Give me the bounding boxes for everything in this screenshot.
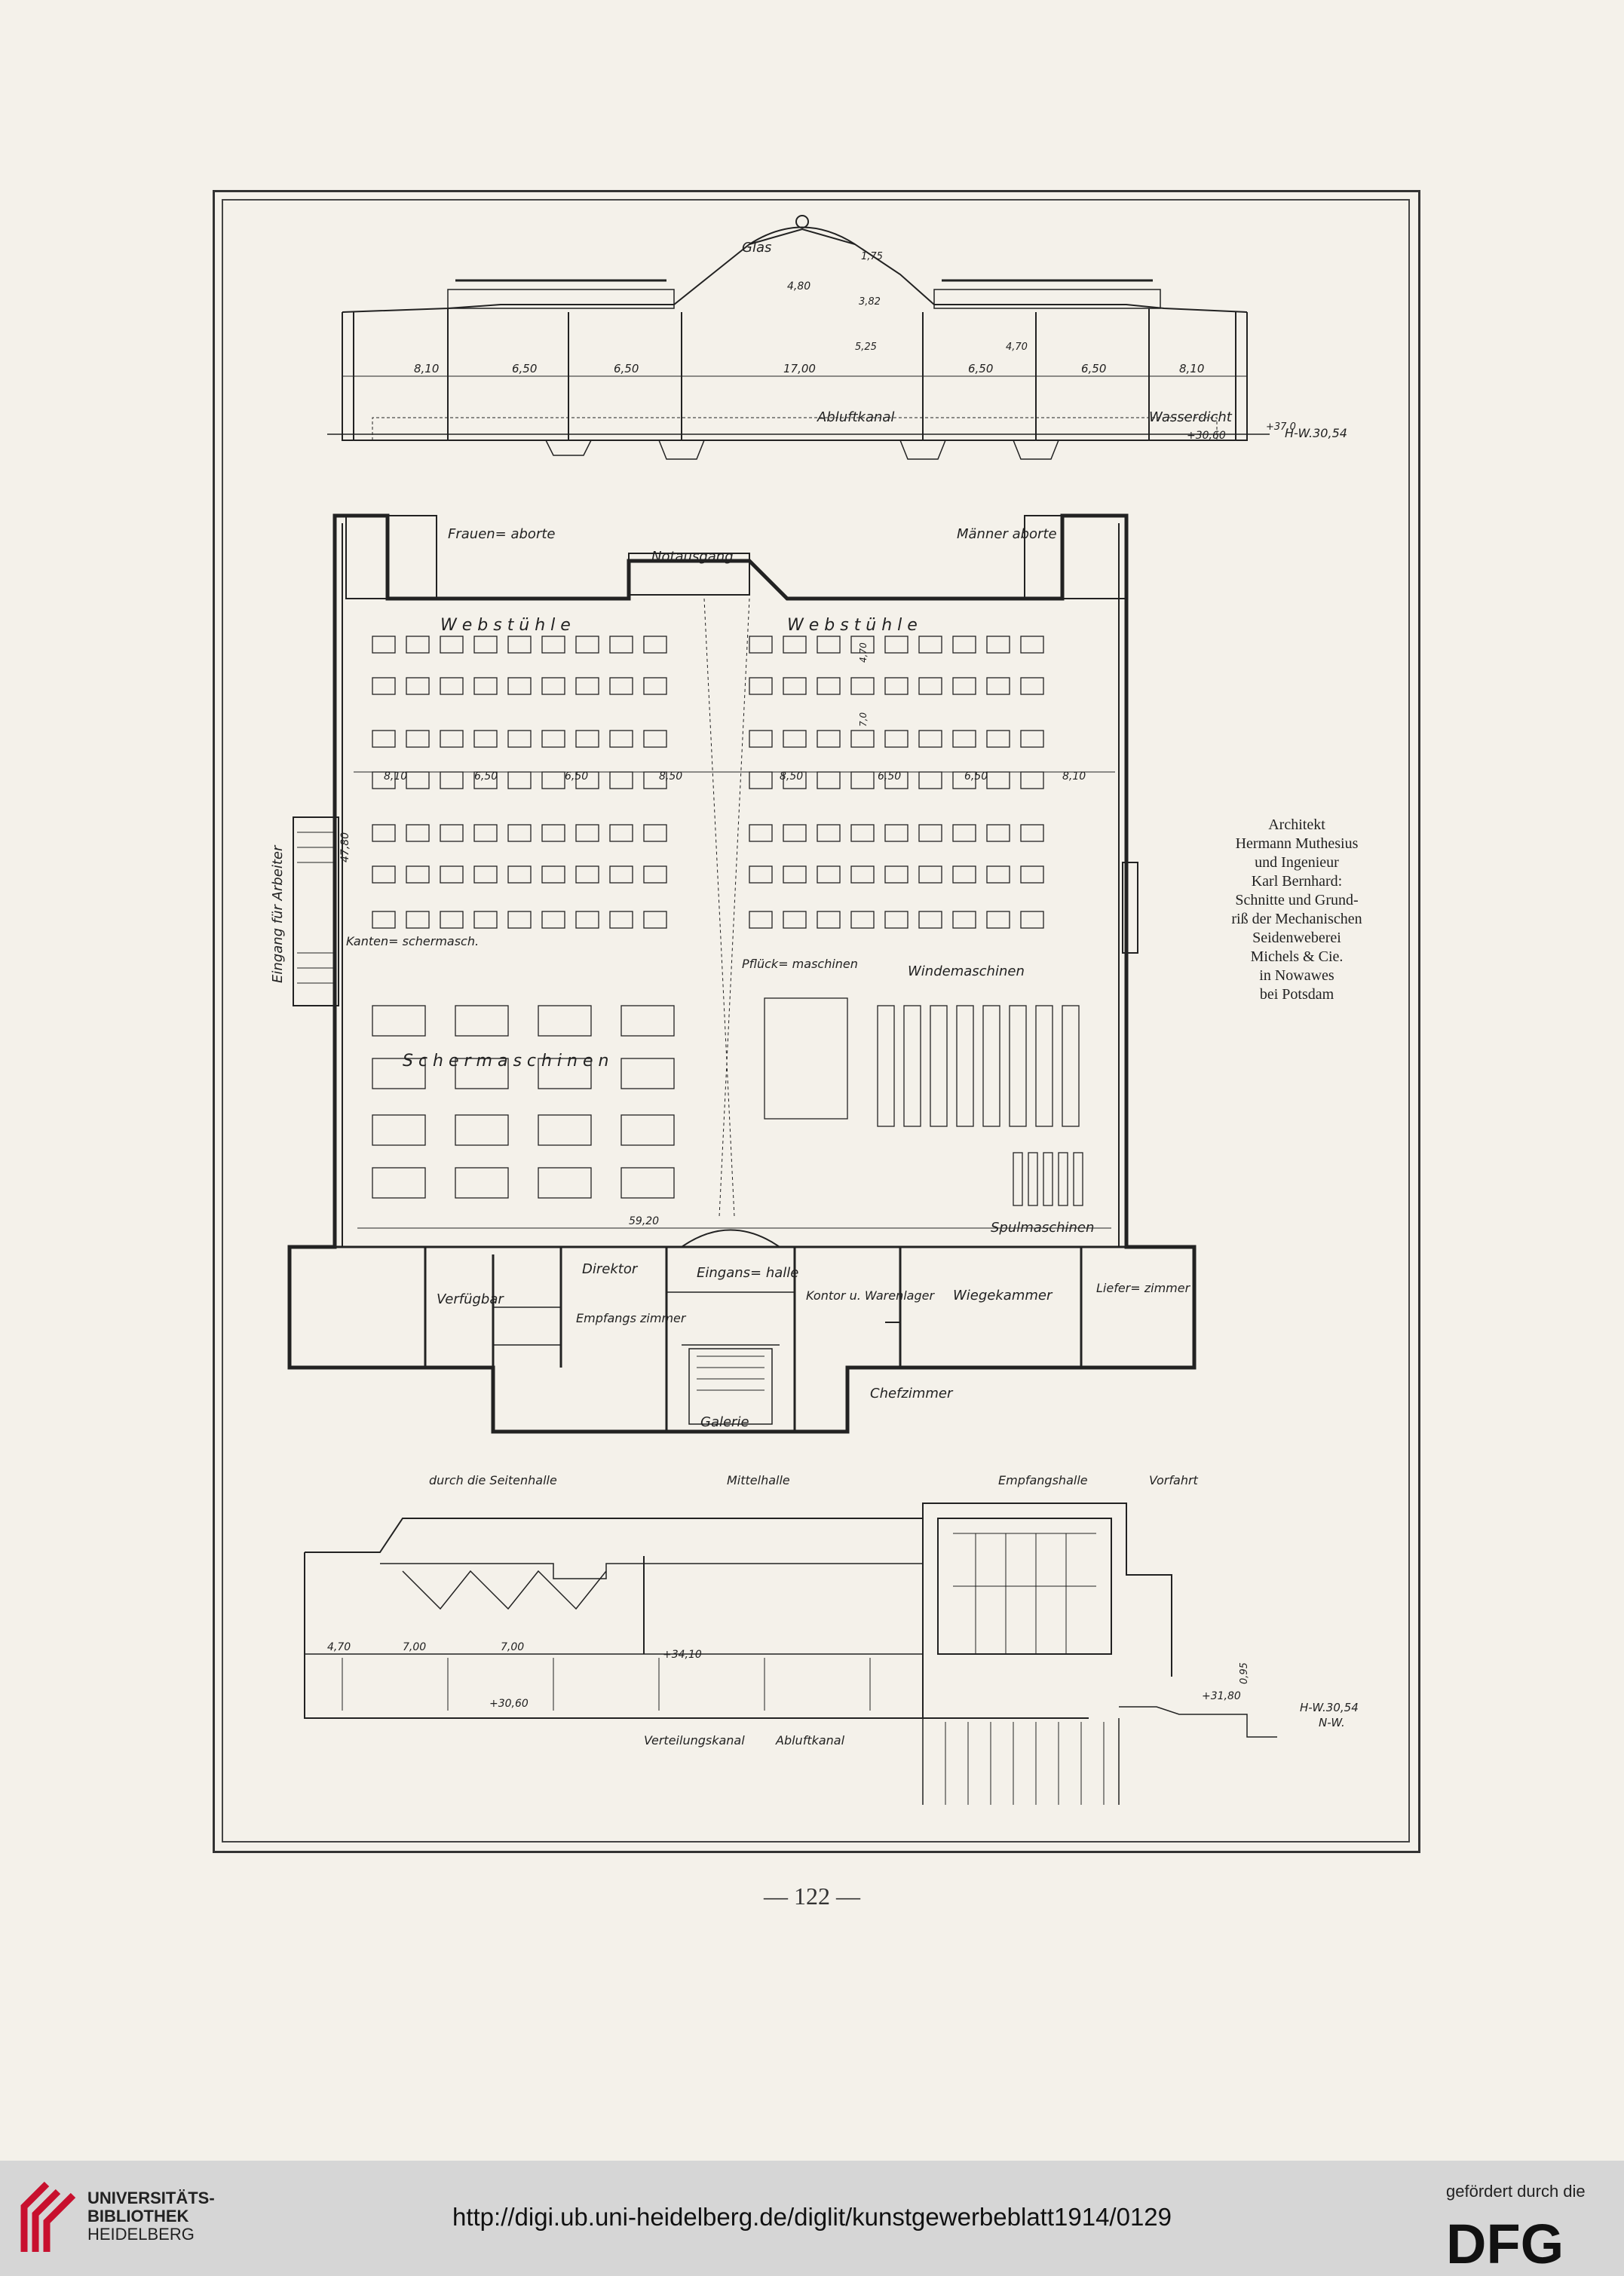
library-logo-icon[interactable] <box>17 2176 81 2259</box>
dim-plan-4: 8,50 <box>659 770 682 783</box>
dim-bot-3: 7,00 <box>501 1641 524 1653</box>
winding-machines <box>764 997 1083 1206</box>
dim-plan-12: 7,0 <box>858 712 869 727</box>
dim-bot-4: +34,10 <box>663 1649 702 1661</box>
dim-bot-7: 0,95 <box>1239 1662 1250 1684</box>
room-direktor: Direktor <box>582 1261 639 1277</box>
caption-line: und Ingenieur <box>1255 854 1339 871</box>
page-number: — 122 — <box>764 1882 860 1910</box>
dim-top-7: 8,10 <box>1179 362 1204 375</box>
architectural-drawing: Glas Abluftkanal Wasserdicht H-W.30,54 8… <box>270 215 1359 1805</box>
label-seitenhalle: durch die Seitenhalle <box>429 1473 557 1487</box>
caption-line: Karl Bernhard: <box>1251 873 1343 890</box>
dim-plan-6: 6,50 <box>878 770 901 783</box>
room-chefzimmer: Chefzimmer <box>870 1386 954 1401</box>
room-wiegekammer: Wiegekammer <box>953 1288 1053 1303</box>
dim-top-10: 3,82 <box>859 296 881 308</box>
library-name-line: UNIVERSITÄTS- <box>87 2189 215 2207</box>
dim-top-11: 1,75 <box>861 251 883 262</box>
room-frauenaborte: Frauen= aborte <box>448 526 555 542</box>
room-galerie: Galerie <box>700 1414 749 1430</box>
dim-top-6: 6,50 <box>1081 362 1106 375</box>
caption-line: Seidenweberei <box>1252 930 1341 946</box>
caption-line: Architekt <box>1268 816 1325 833</box>
warping-machines <box>372 1005 675 1199</box>
dim-top-12: 4,70 <box>1006 342 1028 353</box>
caption-line: Schnitte und Grund- <box>1235 892 1359 908</box>
label-empfangshalle: Empfangshalle <box>998 1473 1088 1487</box>
dim-bot-5: +30,60 <box>489 1698 529 1710</box>
dim-plan-1: 8,10 <box>384 770 407 783</box>
library-name-line: HEIDELBERG <box>87 2225 195 2244</box>
dim-plan-10: 59,20 <box>629 1215 659 1227</box>
dim-plan-3: 6,50 <box>565 770 588 783</box>
dim-plan-9: 47,80 <box>339 832 351 862</box>
dim-bot-6: +31,80 <box>1202 1690 1241 1702</box>
label-glas: Glas <box>742 240 771 256</box>
library-name-line: BIBLIOTHEK <box>87 2207 189 2225</box>
dim-bot-1: 4,70 <box>327 1641 351 1653</box>
floor-plan <box>287 513 1197 1434</box>
label-abluftkanal-top: Abluftkanal <box>817 409 894 425</box>
label-abluftkanal-bottom: Abluftkanal <box>775 1733 845 1748</box>
room-webstuehle-left: W e b s t ü h l e <box>440 616 571 635</box>
dim-top-1: 8,10 <box>414 362 439 375</box>
label-wasserdicht: Wasserdicht <box>1149 409 1233 425</box>
label-nw-bottom: N-W. <box>1319 1716 1345 1729</box>
room-spulmaschinen: Spulmaschinen <box>991 1220 1094 1236</box>
dim-plan-8: 8,10 <box>1062 770 1086 783</box>
label-hw-bottom: H-W.30,54 <box>1300 1701 1359 1714</box>
label-verteilungskanal: Verteilungskanal <box>644 1733 745 1748</box>
dim-top-3: 6,50 <box>614 362 639 375</box>
label-vorfahrt: Vorfahrt <box>1149 1473 1199 1487</box>
dim-top-9: 5,25 <box>855 342 877 353</box>
library-name[interactable]: UNIVERSITÄTS- BIBLIOTHEK HEIDELBERG <box>87 2189 215 2244</box>
label-hw-top: H-W.30,54 <box>1285 426 1347 440</box>
dim-top-2: 6,50 <box>512 362 537 375</box>
dim-plan-2: 6,50 <box>474 770 498 783</box>
label-mittelhalle: Mittelhalle <box>727 1473 790 1487</box>
room-eingangshalle: Eingans= halle <box>697 1265 798 1281</box>
room-pflueckmaschinen: Pflück= maschinen <box>742 957 858 971</box>
inner-frame <box>222 199 1410 1843</box>
room-empfangszimmer: Empfangs zimmer <box>576 1311 687 1325</box>
dim-top-13: +30,60 <box>1187 430 1226 442</box>
bottom-section <box>304 1503 1277 1805</box>
dim-top-4: 17,00 <box>783 362 816 375</box>
dfg-logo-icon[interactable]: DFG <box>1446 2216 1604 2269</box>
dim-top-14: +37,0 <box>1266 421 1296 433</box>
funded-by-label: gefördert durch die <box>1446 2182 1586 2201</box>
room-windemaschinen: Windemaschinen <box>908 963 1025 979</box>
room-webstuehle-right: W e b s t ü h l e <box>787 616 918 635</box>
room-kontor: Kontor u. Warenlager <box>806 1288 935 1303</box>
dim-top-8: 4,80 <box>787 280 810 293</box>
room-schermaschinen: S c h e r m a s c h i n e n <box>403 1052 608 1071</box>
loom-grid <box>372 636 1044 929</box>
room-maenneraborte: Männer aborte <box>957 526 1057 542</box>
footer-bar <box>0 2161 1624 2276</box>
source-url-link[interactable]: http://digi.ub.uni-heidelberg.de/diglit/… <box>452 2203 1172 2231</box>
room-kantenschermasch: Kanten= schermasch. <box>346 934 479 948</box>
room-eingang-arbeiter: Eingang für Arbeiter <box>270 844 286 983</box>
room-verfuegbar: Verfügbar <box>437 1291 504 1307</box>
dim-top-5: 6,50 <box>968 362 993 375</box>
caption-line: riß der Mechanischen <box>1231 911 1362 927</box>
figure-caption: Architekt Hermann Muthesius und Ingenieu… <box>1210 816 1383 1004</box>
dim-plan-7: 6,50 <box>964 770 988 783</box>
caption-line: in Nowawes <box>1259 967 1334 984</box>
caption-line: Hermann Muthesius <box>1235 835 1359 852</box>
caption-line: Michels & Cie. <box>1250 948 1344 965</box>
dim-bot-2: 7,00 <box>403 1641 426 1653</box>
dfg-logo-text: DFG <box>1446 2216 1564 2269</box>
room-lieferzimmer: Liefer= zimmer <box>1096 1281 1191 1295</box>
dim-plan-11: 4,70 <box>858 642 869 663</box>
top-section <box>327 215 1270 460</box>
room-notausgang: Notausgang <box>651 549 734 565</box>
dim-plan-5: 8,50 <box>780 770 803 783</box>
outer-frame <box>213 190 1420 1853</box>
caption-line: bei Potsdam <box>1259 986 1334 1003</box>
